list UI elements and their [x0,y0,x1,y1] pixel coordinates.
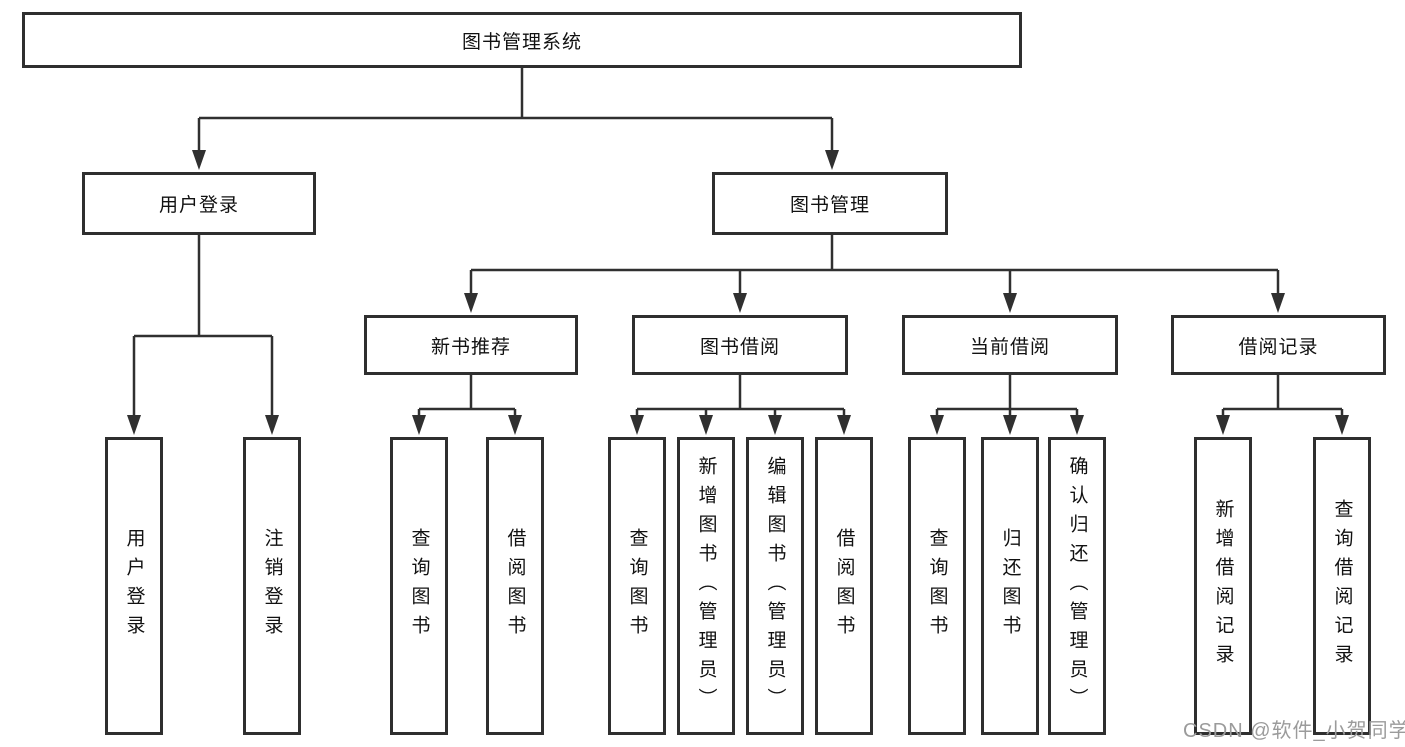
leaf-edit-books-admin: 编辑图书（管理员） [746,437,804,735]
node-new-book-recommendation: 新书推荐 [364,315,578,375]
node-label: 借阅记录 [1238,336,1319,358]
node-book-management-branch: 图书管理 [712,172,948,235]
leaf-query-books: 查询图书 [390,437,448,735]
leaf-confirm-return-admin: 确认归还（管理员） [1048,437,1106,735]
leaf-query-borrow-record: 查询借阅记录 [1313,437,1371,735]
leaf-label: 查询图书 [408,528,430,644]
leaf-logout: 注销登录 [243,437,301,735]
leaf-borrow-books: 借阅图书 [815,437,873,735]
leaf-user-login: 用户登录 [105,437,163,735]
leaf-label: 编辑图书（管理员） [764,455,786,717]
node-label: 新书推荐 [430,336,511,358]
leaf-return-books: 归还图书 [981,437,1039,735]
node-library-management-system: 图书管理系统 [22,12,1022,68]
leaf-add-books-admin: 新增图书（管理员） [677,437,735,735]
csdn-watermark: CSDN @软件_小贺同学 [1183,720,1405,742]
leaf-label: 查询图书 [926,528,948,644]
node-label: 图书管理 [789,195,870,216]
leaf-label: 新增借阅记录 [1212,499,1234,673]
leaf-label: 借阅图书 [833,528,855,644]
node-user-login-branch: 用户登录 [82,172,316,235]
node-label: 当前借阅 [969,336,1050,358]
leaf-label: 确认归还（管理员） [1066,455,1088,717]
leaf-label: 归还图书 [999,528,1021,644]
leaf-label: 查询借阅记录 [1331,499,1353,673]
leaf-label: 新增图书（管理员） [695,455,717,717]
node-book-borrowing: 图书借阅 [632,315,848,375]
node-label: 图书管理系统 [461,31,582,53]
leaf-label: 注销登录 [261,528,283,644]
leaf-add-borrow-record: 新增借阅记录 [1194,437,1252,735]
leaf-query-books: 查询图书 [608,437,666,735]
node-borrowing-records: 借阅记录 [1171,315,1386,375]
node-label: 图书借阅 [699,336,780,358]
leaf-label: 借阅图书 [504,528,526,644]
node-label: 用户登录 [158,195,239,216]
node-current-borrowing: 当前借阅 [902,315,1118,375]
leaf-borrow-books: 借阅图书 [486,437,544,735]
leaf-label: 查询图书 [626,528,648,644]
leaf-query-books: 查询图书 [908,437,966,735]
leaf-label: 用户登录 [123,528,145,644]
